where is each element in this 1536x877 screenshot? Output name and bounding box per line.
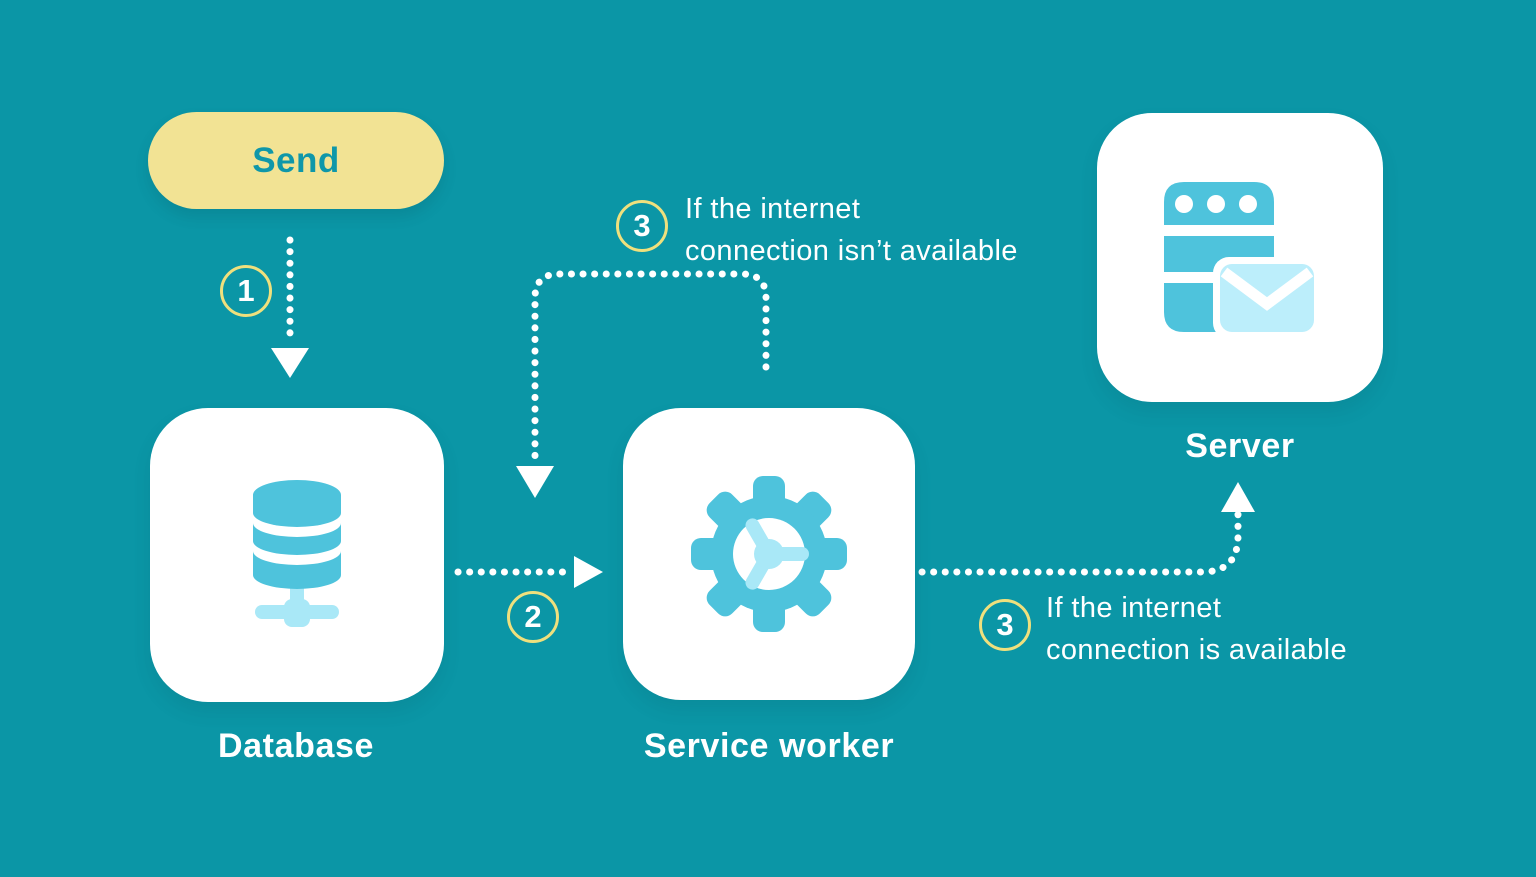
send-button-label: Send [252,140,340,180]
server-icon [1164,181,1316,334]
send-button[interactable]: Send [148,112,444,209]
step-1-number: 1 [237,273,255,308]
step-1-badge: 1 [220,265,272,317]
database-icon [253,480,341,627]
step-2-number: 2 [524,599,542,634]
step-3-offline-badge: 3 [616,200,668,252]
online-arrow-line [918,504,1242,576]
online-arrowhead [1221,482,1255,512]
gear-icon [691,476,847,632]
step-3-online-number: 3 [996,607,1014,642]
step-3-online-badge: 3 [979,599,1031,651]
offline-annotation: If the internet connection isn’t availab… [685,188,1018,272]
step-3-offline-number: 3 [633,208,651,243]
online-annotation-line2: connection is available [1046,634,1347,666]
step-2-badge: 2 [507,591,559,643]
step2-arrowhead [574,556,603,588]
service-worker-label: Service worker [643,727,895,765]
node-server [1097,113,1383,402]
online-annotation: If the internet connection is available [1046,587,1347,671]
envelope-icon [1213,256,1316,334]
database-label: Database [218,727,374,765]
offline-annotation-line1: If the internet [685,193,861,225]
offline-annotation-line2: connection isn’t available [685,235,1018,267]
node-service-worker [623,408,915,700]
offline-loop-arrowhead [516,466,554,498]
step1-arrowhead [271,348,309,378]
node-database [150,408,444,702]
server-label: Server [1185,427,1295,465]
online-annotation-line1: If the internet [1046,592,1222,624]
